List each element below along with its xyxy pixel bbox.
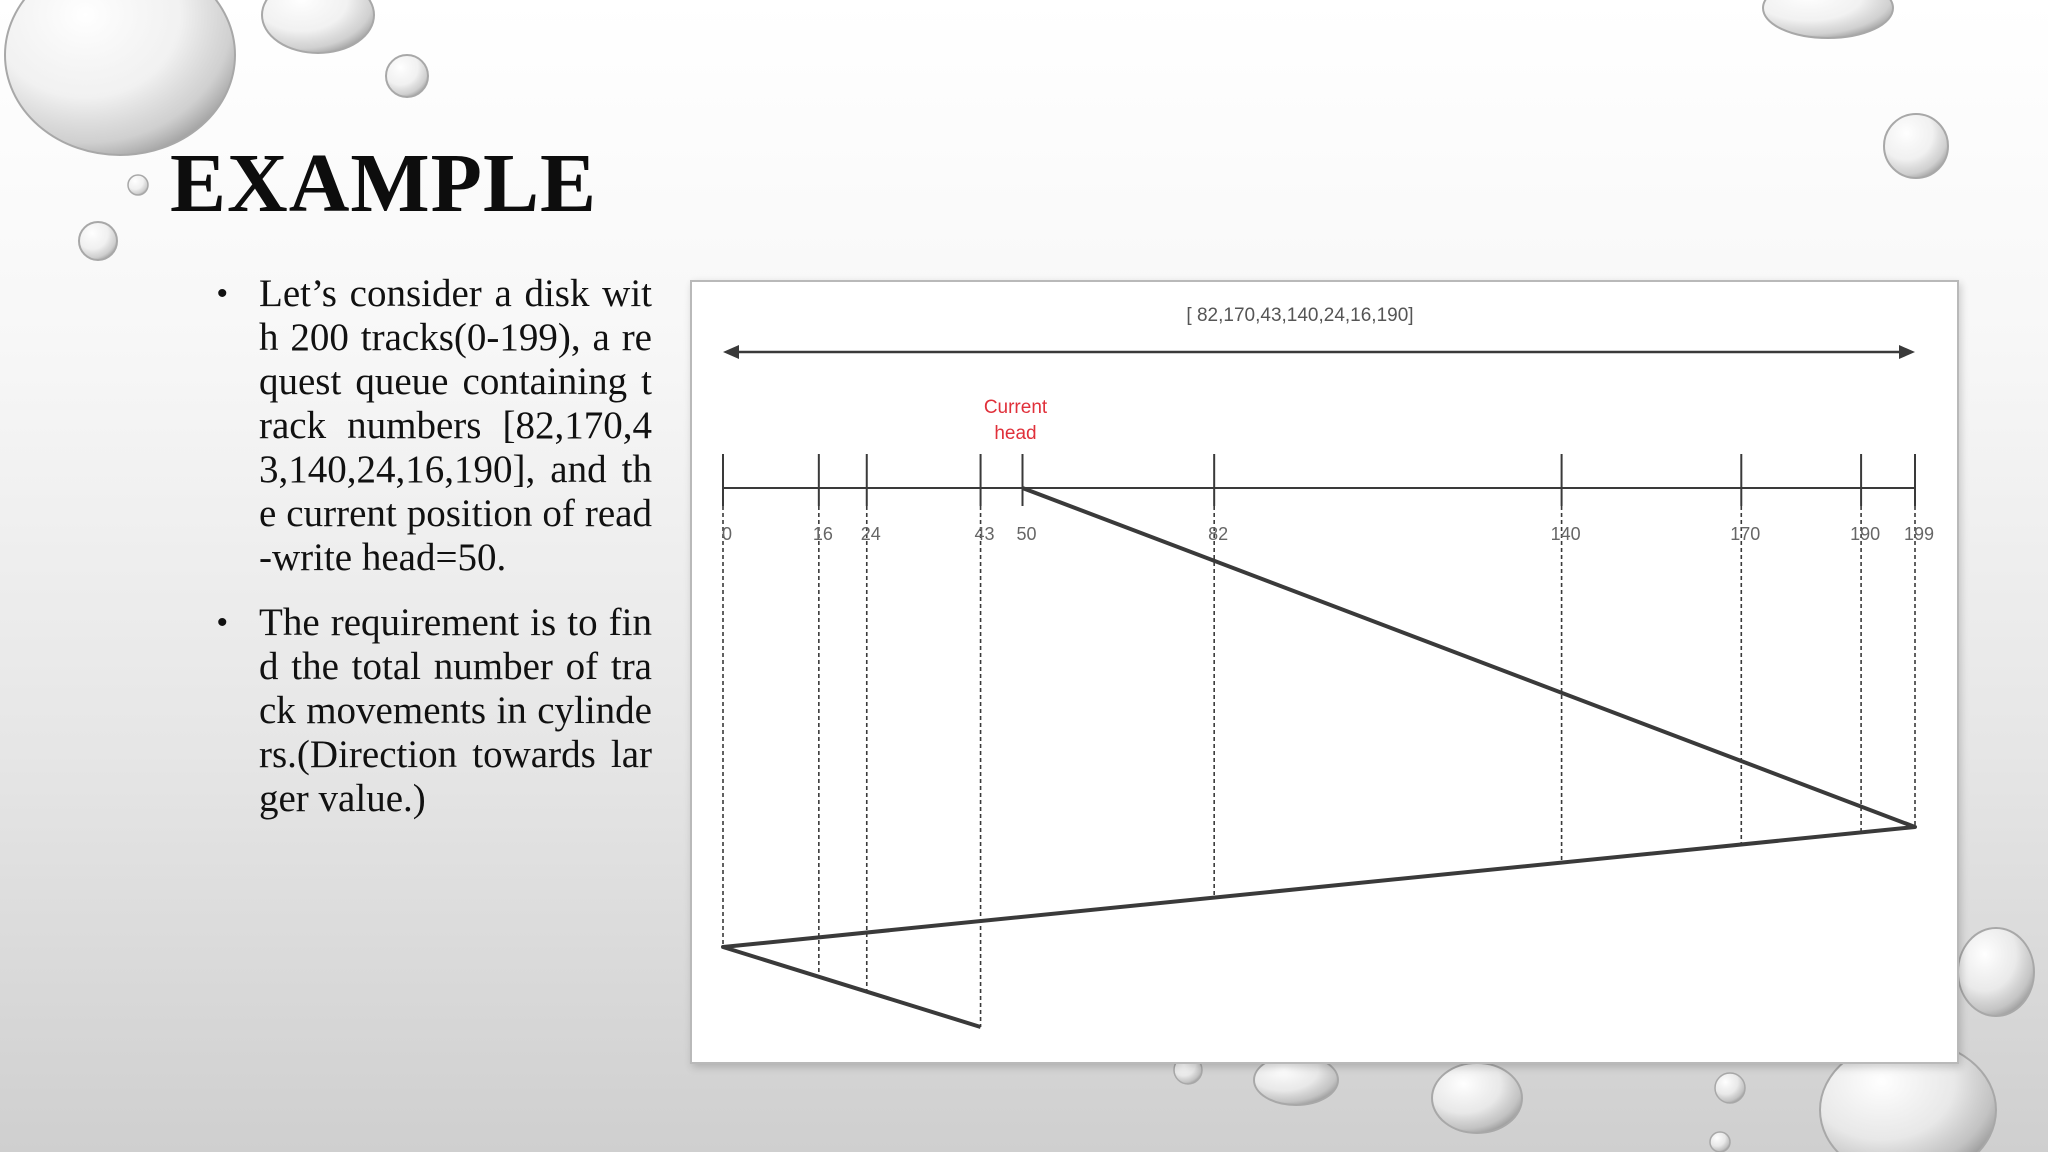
head-movement-path: [721, 486, 1917, 1029]
current-head-label: head: [994, 423, 1036, 444]
track-tick-label: 170: [1730, 524, 1760, 544]
track-ticks: 0 16 24 43 50 82 140 170 190 199: [722, 454, 1934, 544]
dashed-guides: [722, 506, 1916, 1027]
track-tick-label: 190: [1850, 524, 1880, 544]
bullet-dot-icon: •: [217, 277, 228, 310]
track-tick-label: 140: [1551, 524, 1581, 544]
track-tick-label: 82: [1208, 524, 1228, 544]
bullet-text: The requirement is to find the total num…: [259, 601, 652, 820]
track-tick-label: 24: [861, 524, 881, 544]
arrow-right-icon: [1899, 345, 1915, 359]
bullet-dot-icon: •: [217, 606, 228, 639]
bullet-list: • Let’s consider a disk with 200 tracks(…: [214, 272, 652, 842]
request-queue-label: [ 82,170,43,140,24,16,190]: [1186, 305, 1413, 326]
bullet-requirement: • The requirement is to find the total n…: [214, 601, 652, 821]
track-tick-label: 50: [1016, 524, 1036, 544]
track-tick-label: 43: [975, 524, 995, 544]
disk-scan-diagram-svg: 0 16 24 43 50 82 140 170 190 199 [ 82,170,43,140,…: [721, 305, 1934, 1029]
track-tick-label: 199: [1904, 524, 1934, 544]
disk-scan-diagram: 0 16 24 43 50 82 140 170 190 199 [ 82,170,43,140,…: [690, 280, 1959, 1064]
track-tick-label: 0: [722, 524, 732, 544]
track-tick-label: 16: [813, 524, 833, 544]
bullet-disk-setup: • Let’s consider a disk with 200 tracks(…: [214, 272, 652, 580]
current-head-label: Current: [984, 397, 1048, 418]
arrow-left-icon: [723, 345, 739, 359]
bullet-text: Let’s consider a disk with 200 tracks(0-…: [259, 272, 652, 579]
slide-title: EXAMPLE: [170, 137, 597, 230]
